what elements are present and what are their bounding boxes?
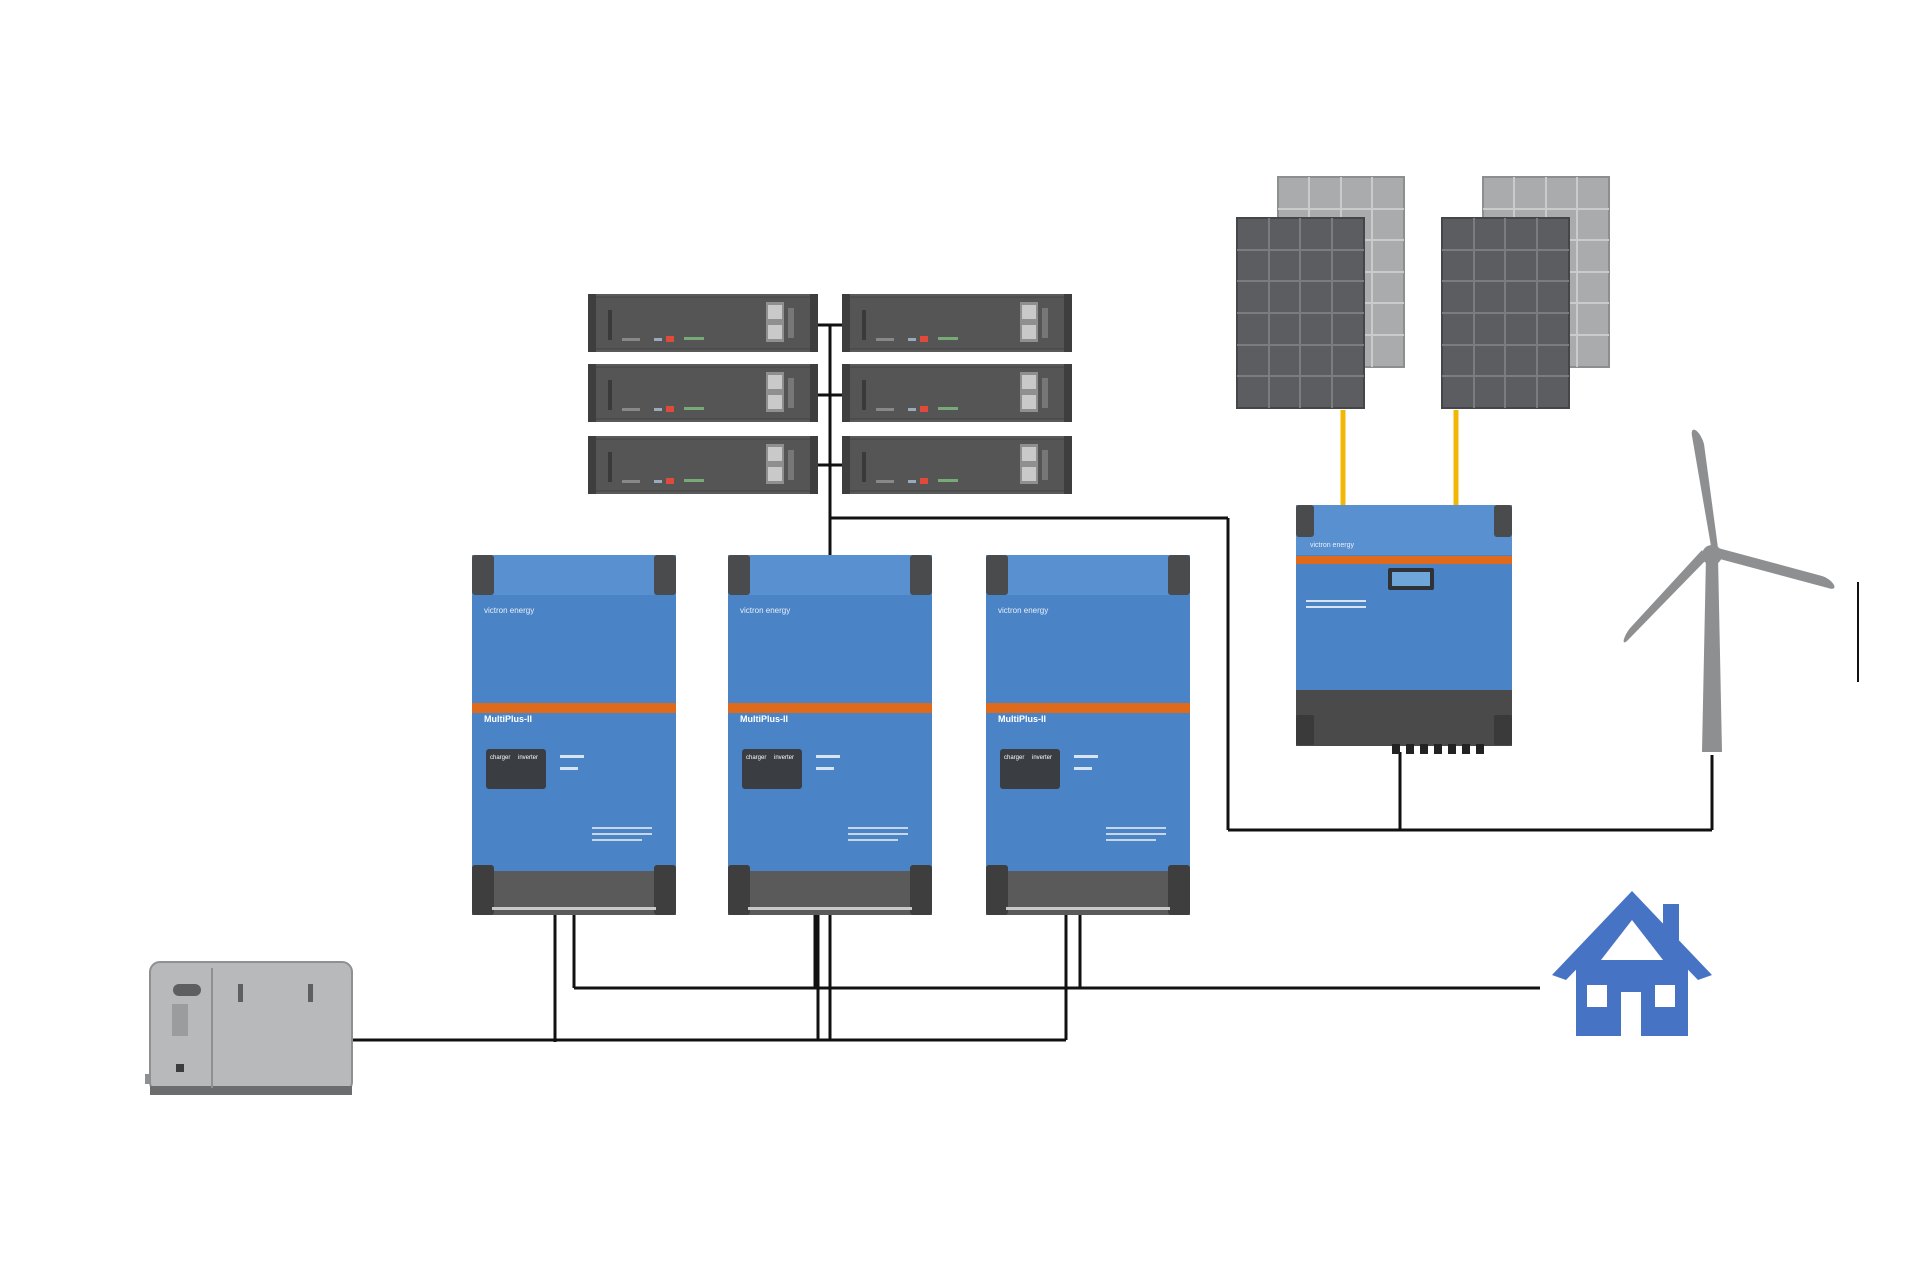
generator-icon [145,961,353,1095]
inverter-model: MultiPlus-II [998,714,1046,724]
solar-panel-icon [1236,217,1365,409]
brand-label: victron energy [484,606,534,615]
wind-turbine-icon [1623,429,1835,752]
wiring [352,323,1714,1042]
battery-module-icon [841,435,1073,495]
brand-label: victron energy [740,606,790,615]
panel-label-charger: charger [746,755,766,761]
house-icon [1552,891,1712,1036]
template-mask [0,0,206,362]
battery-module-icon [587,293,819,353]
solar-array-left [1236,176,1405,409]
panel-label-inverter: inverter [774,755,794,761]
panel-label-inverter: inverter [1032,755,1052,761]
solar-panel-icon [1441,217,1570,409]
panel-label-inverter: inverter [518,755,538,761]
solar-cables [1340,410,1459,505]
battery-module-icon [841,363,1073,423]
battery-module-icon [587,435,819,495]
battery-module-icon [841,293,1073,353]
brand-label: victron energy [1310,542,1354,549]
inverter-labels: victron energy victron energy victron en… [484,606,1052,761]
inverter-model: MultiPlus-II [484,714,532,724]
panel-label-charger: charger [490,755,510,761]
brand-label: victron energy [998,606,1048,615]
panel-label-charger: charger [1004,755,1024,761]
solar-array-right [1441,176,1610,409]
mppt-controller-icon: victron energy [1296,505,1512,754]
battery-module-icon [587,363,819,423]
inverter-model: MultiPlus-II [740,714,788,724]
